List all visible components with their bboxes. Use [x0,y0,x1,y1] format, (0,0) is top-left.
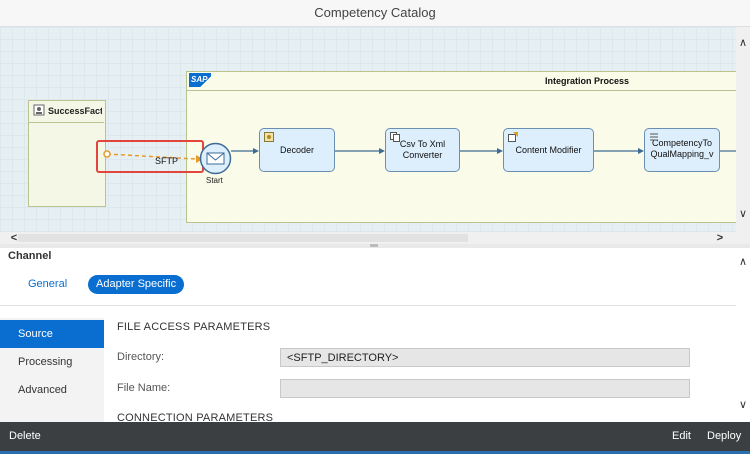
step-competency-mapping[interactable]: CompetencyTo QualMapping_v [644,128,720,172]
taskbar-strip [0,451,750,454]
sftp-channel-arrow [196,155,203,163]
sftp-channel-start-dot [103,150,111,158]
delete-button[interactable]: Delete [9,430,41,442]
participant-label: SuccessFact [48,106,102,116]
directory-label: Directory: [117,351,165,363]
window-title-bar: Competency Catalog [0,0,750,27]
decoder-icon [264,132,274,142]
converter-icon [390,132,400,142]
tab-adapter-specific[interactable]: Adapter Specific [88,275,185,294]
start-event-label: Start [206,176,223,185]
scroll-up-icon[interactable]: ∧ [738,37,748,49]
properties-heading: Channel [8,250,52,262]
section-connection-heading: CONNECTION PARAMETERS [117,412,274,424]
canvas-horizontal-scroll-thumb[interactable] [18,234,468,242]
sftp-channel-line [106,153,197,160]
pool-title: Integration Process [545,76,630,86]
participant-icon [33,104,45,116]
connector-lines [103,148,736,163]
content-modifier-icon [508,132,518,142]
section-file-access-heading: FILE ACCESS PARAMETERS [117,321,271,333]
step-mapping-label-line1: CompetencyTo [651,138,712,148]
sap-logo: SAP [189,73,211,87]
nav-item-processing[interactable]: Processing [18,356,73,368]
splitter-grip-icon[interactable] [370,244,378,247]
step-decoder-label: Decoder [279,144,315,155]
scroll-right-icon[interactable]: > [716,232,724,244]
canvas-vertical-scrollbar[interactable] [736,27,750,232]
deploy-button[interactable]: Deploy [707,430,742,442]
step-csv-to-xml-converter[interactable]: Csv To Xml Converter [385,128,460,172]
sftp-channel-label[interactable]: SFTP [155,156,179,166]
sftp-channel-highlight[interactable] [96,140,204,173]
directory-input[interactable] [280,348,690,367]
file-name-input[interactable] [280,379,690,398]
start-message-event-icon[interactable] [199,142,232,175]
step-decoder[interactable]: Decoder [259,128,335,172]
step-content-modifier[interactable]: Content Modifier [503,128,594,172]
footer-toolbar [0,422,750,454]
nav-item-advanced[interactable]: Advanced [18,384,67,396]
pool-header [186,71,746,91]
nav-item-source[interactable]: Source [0,320,104,348]
scroll-down-icon[interactable]: ∨ [738,208,748,220]
window-title: Competency Catalog [314,5,436,20]
properties-scroll-up-icon[interactable]: ∧ [738,256,748,268]
mapping-icon [650,133,658,141]
step-content-modifier-label: Content Modifier [515,144,582,155]
step-converter-label-line2: Converter [402,150,443,160]
scroll-left-icon[interactable]: < [10,232,18,244]
tab-general[interactable]: General [28,278,68,290]
file-name-label: File Name: [117,382,171,394]
step-mapping-label-line2: QualMapping_v [650,149,714,159]
tab-divider [0,305,736,306]
edit-button[interactable]: Edit [672,430,691,442]
step-converter-label-line1: Csv To Xml [399,139,446,149]
sender-participant[interactable] [28,100,106,207]
properties-scroll-down-icon[interactable]: ∨ [738,399,748,411]
sender-participant-header: SuccessFact [28,100,104,123]
properties-vertical-scrollbar[interactable] [736,248,750,422]
